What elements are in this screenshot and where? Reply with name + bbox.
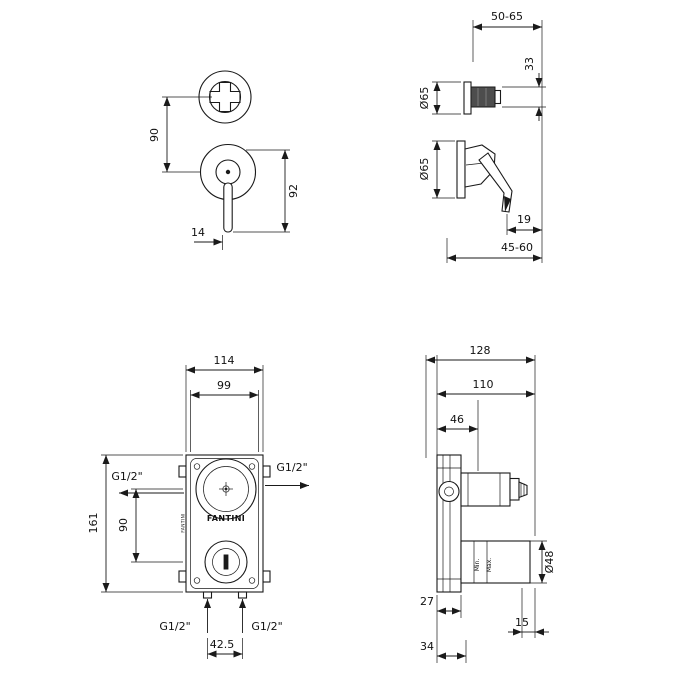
dim-42-5-label: 42.5 — [210, 638, 235, 651]
dim-19: 19 — [506, 213, 542, 235]
trim-front-view: 90 92 14 — [148, 70, 300, 250]
dim-50-65: 50-65 — [472, 10, 543, 263]
g12-left-label: G1/2" — [111, 470, 142, 483]
dim-90-trim: 90 — [148, 96, 212, 173]
max-label: Max. — [486, 558, 493, 572]
mount-tab — [178, 465, 187, 478]
dim-161: 161 — [87, 454, 183, 593]
mount-tab — [178, 570, 187, 583]
inlet-stub — [202, 591, 213, 599]
diverter-cylinder-side — [460, 540, 531, 584]
screw-hole — [193, 577, 201, 584]
dim-27: 27 — [420, 595, 462, 663]
mixer-lever-handle — [223, 182, 233, 233]
dim-dia65-top-label: Ø65 — [418, 87, 431, 110]
dim-50-65-label: 50-65 — [491, 10, 523, 23]
diverter-opening — [204, 540, 248, 584]
dim-92: 92 — [233, 149, 300, 233]
dim-90-trim-label: 90 — [148, 128, 161, 142]
dim-161-label: 161 — [87, 513, 100, 534]
mixer-lever-side — [478, 152, 513, 213]
dim-27-label: 27 — [420, 595, 434, 608]
dim-46-label: 46 — [450, 413, 464, 426]
dim-114: 114 — [185, 354, 264, 452]
mount-tab — [262, 570, 271, 583]
side-outlet-circle — [438, 480, 460, 503]
diverter-cross-knob — [209, 81, 241, 113]
dim-dia65-bottom: Ø65 — [418, 140, 455, 199]
screw-hole — [248, 577, 256, 584]
dim-dia65-top: Ø65 — [418, 81, 461, 115]
diverter-knob-cap — [494, 89, 502, 105]
dim-dia65-bottom-label: Ø65 — [418, 158, 431, 181]
g12-bottom-left-label: G1/2" — [159, 620, 190, 633]
dim-14-label: 14 — [191, 226, 205, 239]
rough-in-box-side — [436, 454, 462, 593]
dim-dia48-label: Ø48 — [543, 551, 556, 574]
dim-34-label: 34 — [420, 640, 434, 653]
dim-92-label: 92 — [287, 184, 300, 198]
dim-15: 15 — [508, 588, 549, 638]
diverter-slot — [223, 554, 229, 570]
dim-15-label: 15 — [515, 616, 529, 629]
rough-side-view: Min. Max. Ø48 128 110 46 27 — [420, 344, 556, 663]
dim-45-60: 45-60 — [446, 238, 542, 263]
mixer-lever-tip — [504, 196, 511, 212]
dim-14: 14 — [191, 226, 223, 250]
dim-110-label: 110 — [473, 378, 494, 391]
dim-19-label: 19 — [517, 213, 531, 226]
side-brand-label: FANTINI — [181, 513, 187, 533]
mount-tab — [262, 465, 271, 478]
port-right: G1/2" — [265, 461, 309, 489]
brand-label: FANTINI — [207, 514, 245, 523]
mixer-center-dot — [225, 169, 231, 175]
dim-dia48: Ø48 — [530, 540, 556, 584]
threaded-tip — [518, 481, 528, 499]
screw-hole — [248, 463, 256, 470]
dim-42-5: 42.5 — [207, 638, 243, 659]
dim-34: 34 — [420, 640, 467, 663]
dim-90-rough: 90 — [117, 488, 183, 563]
dim-99-label: 99 — [217, 379, 231, 392]
inlet-stub — [237, 591, 248, 599]
dim-33: 33 — [502, 57, 546, 121]
dim-128-label: 128 — [470, 344, 491, 357]
dim-46: 46 — [437, 400, 479, 471]
dim-90-rough-label: 90 — [117, 518, 130, 532]
rough-front-view: FANTINI FANTINI 114 99 161 90 — [87, 354, 309, 659]
cartridge-nipple — [509, 477, 520, 501]
dim-99: 99 — [190, 379, 259, 452]
dim-128: 128 — [425, 344, 536, 536]
g12-bottom-right-label: G1/2" — [251, 620, 282, 633]
min-label: Min. — [474, 559, 481, 572]
dim-45-60-label: 45-60 — [501, 241, 533, 254]
mixer-flange-side — [456, 140, 466, 199]
dim-33-label: 33 — [523, 57, 536, 71]
dim-114-label: 114 — [214, 354, 235, 367]
diverter-flange-side — [463, 81, 472, 115]
dim-110: 110 — [436, 355, 535, 455]
rough-in-box — [185, 454, 264, 593]
g12-right-label: G1/2" — [276, 461, 307, 474]
diverter-knurled-knob — [470, 86, 496, 108]
port-left: G1/2" — [111, 470, 184, 497]
trim-side-view: Ø65 50-65 33 Ø65 19 — [418, 10, 546, 263]
screw-hole — [193, 463, 201, 470]
cartridge-opening — [195, 458, 257, 520]
